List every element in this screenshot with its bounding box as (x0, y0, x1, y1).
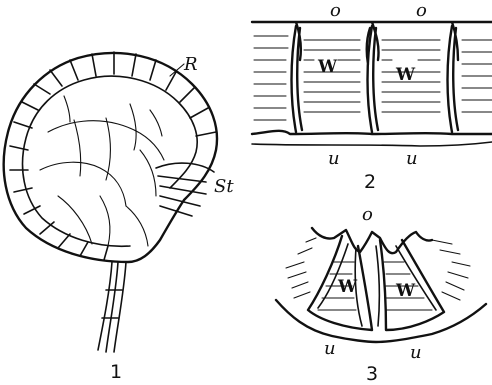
fig2-label-cell-right: W (395, 65, 416, 85)
fig2-label-bottom-left: u (328, 148, 340, 169)
fig2-label-bottom-right: u (406, 148, 418, 169)
fig1-sporangium: R St 1 (4, 52, 235, 383)
fig3-label-top: o (362, 204, 373, 225)
fig1-number: 1 (110, 361, 122, 383)
fig1-inner-cells (40, 96, 164, 246)
fig1-label-annulus: R (183, 54, 198, 75)
fig2-annulus-section: o o W W u u 2 (252, 0, 492, 193)
fig3-label-bottom-right: u (410, 342, 422, 363)
fig1-annulus-cells (10, 52, 216, 260)
fig2-label-cell-left: W (317, 57, 338, 77)
fig3-annulus-section: o W W u u 3 (276, 204, 486, 385)
fig2-label-top-right: o (416, 0, 427, 21)
fig1-stalk (98, 262, 126, 352)
fig3-inner-wall (276, 300, 486, 342)
fig3-label-bottom-left: u (324, 338, 336, 359)
fig3-label-cell-right: W (395, 281, 416, 301)
fig2-inner-wall-line (252, 142, 492, 146)
fig2-number: 2 (364, 171, 376, 193)
fig2-wall-mid (367, 26, 378, 132)
fig2-label-top-left: o (330, 0, 341, 21)
fig3-outer-wall (312, 228, 432, 253)
fig1-label-stomium: St (214, 176, 234, 197)
fig3-label-cell-left: W (337, 277, 358, 297)
fig3-number: 3 (366, 363, 378, 385)
